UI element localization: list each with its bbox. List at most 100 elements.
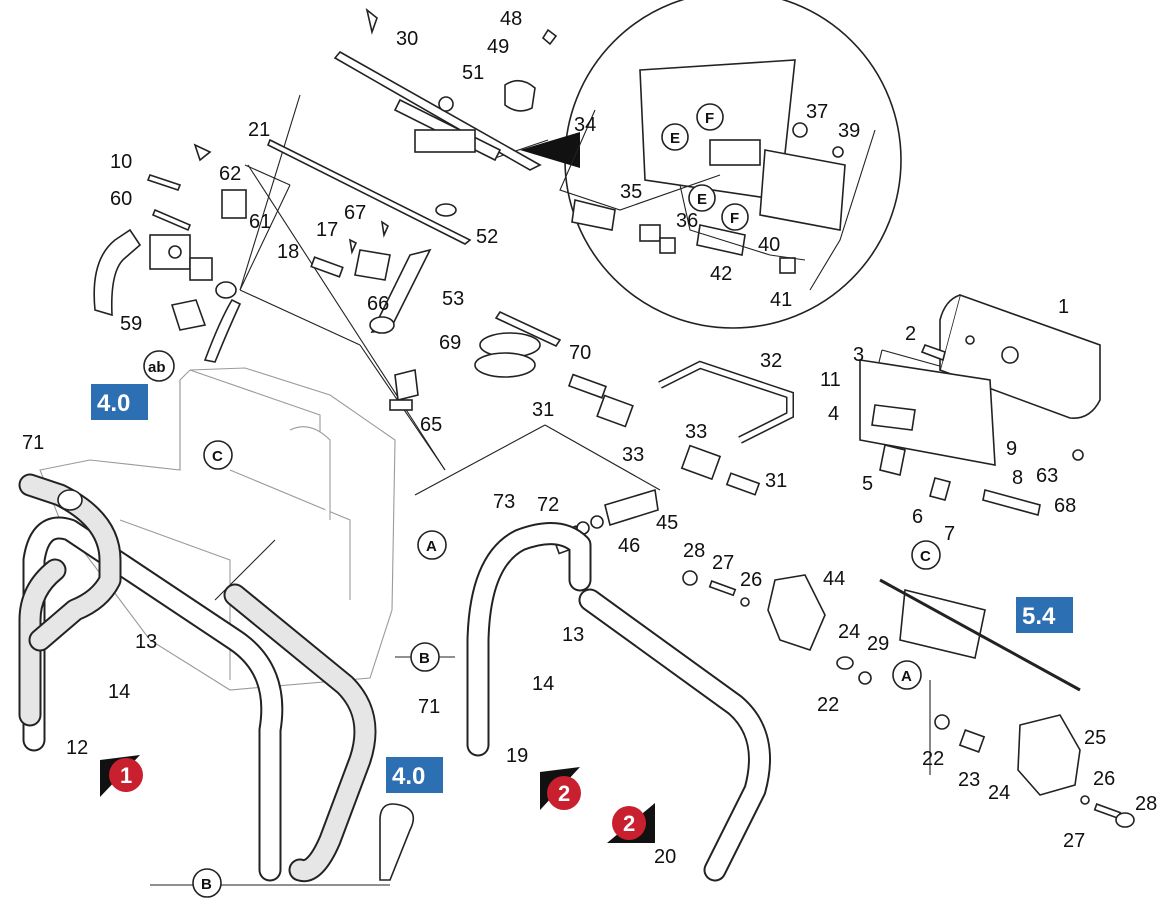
part-label: 33 [685,421,707,443]
part-label: 60 [110,188,132,210]
section-box [386,757,443,793]
ref-circle-f [696,103,724,131]
part-label: 24 [988,782,1010,804]
part-label: 29 [867,633,889,655]
part-label: 7 [944,523,955,545]
part-label: 59 [120,313,142,335]
part-label: 19 [506,745,528,767]
section-box [91,384,148,420]
part-label: 34 [574,114,596,136]
part-label: 1 [1058,296,1069,318]
part-label: 32 [760,350,782,372]
variant-badge [612,806,646,840]
handlebar-71 [18,473,377,882]
part-label: 6 [912,506,923,528]
part-label: 37 [806,101,828,123]
part-label: 28 [683,540,705,562]
part-label: 2 [905,323,916,345]
part-label: 26 [740,569,762,591]
part-label: 8 [1012,467,1023,489]
detail-zoom-circle [520,0,902,329]
part-label: 14 [108,681,130,703]
variant-badges: 1 2 2 [100,755,655,843]
right-bracket-assembly [859,293,1101,516]
part-label: 48 [500,8,522,30]
section-label: 4.0 [97,390,130,417]
part-label: 36 [676,210,698,232]
ref-label: F [705,110,714,127]
part-label: 71 [418,696,440,718]
part-number-labels: 1 2 3 4 5 6 7 8 9 10 11 12 13 13 14 14 1… [22,8,1157,868]
ref-circle-c [203,440,233,470]
part-label: 22 [817,694,839,716]
part-label: 52 [476,226,498,248]
part-label: 66 [367,293,389,315]
badge-label: 1 [120,763,132,788]
part-label: 5 [862,473,873,495]
console-housing [39,367,396,691]
part-label: 23 [958,769,980,791]
part-label: 49 [487,36,509,58]
part-label: 65 [420,414,442,436]
part-label: 4 [828,403,839,425]
part-label: 68 [1054,495,1076,517]
part-label: 11 [820,369,841,391]
section-box [1016,597,1073,633]
section-label: 5.4 [1022,603,1056,630]
part-label: 17 [316,219,338,241]
ref-label: E [670,130,680,147]
part-label: 33 [622,444,644,466]
part-label: 72 [537,494,559,516]
part-label: 3 [853,344,864,366]
part-label: 13 [135,631,157,653]
part-label: 39 [838,120,860,142]
ref-label: B [201,876,212,893]
part-label: 45 [656,512,678,534]
part-label: 73 [493,491,515,513]
part-label: 61 [249,211,271,233]
part-label: 51 [462,62,484,84]
part-label: 70 [569,342,591,364]
part-label: 26 [1093,768,1115,790]
section-label: 4.0 [392,763,425,790]
part-label: 44 [823,568,845,590]
variant-badge [547,776,581,810]
part-label: 67 [344,202,366,224]
part-label: 18 [277,241,299,263]
part-label: 27 [1063,830,1085,852]
ref-circle-b [410,642,440,672]
part-label: 13 [562,624,584,646]
variant-badge [109,758,143,792]
ref-label: A [426,538,437,555]
reference-circles: C C A A B B E E F F ab [143,103,941,898]
ref-label: A [901,668,912,685]
ref-circle-f [721,203,749,231]
part-label: 22 [922,748,944,770]
part-label: 25 [1084,727,1106,749]
ref-circle-e [661,123,689,151]
left-linkage [93,143,247,363]
part-label: 10 [110,151,132,173]
ref-circle-a [417,530,447,560]
part-label: 53 [442,288,464,310]
part-label: 46 [618,535,640,557]
part-label: 31 [532,399,554,421]
part-label: 14 [532,673,554,695]
part-label: 40 [758,234,780,256]
section-boxes: 4.0 4.0 5.4 [91,384,1073,793]
handlebar-12 [18,516,284,882]
ref-circle-e [688,184,716,212]
handle-32-group [551,360,794,555]
middle-small-parts [310,220,562,411]
part-label: 69 [439,332,461,354]
part-label: 20 [654,846,676,868]
ref-label: F [730,210,739,227]
part-label: 71 [22,432,44,454]
part-label: 41 [770,289,792,311]
ref-label: E [697,191,707,208]
part-label: 21 [248,119,270,141]
part-label: 9 [1006,438,1017,460]
right-shaft-assembly [682,570,1135,828]
top-panel-assembly [266,7,558,334]
